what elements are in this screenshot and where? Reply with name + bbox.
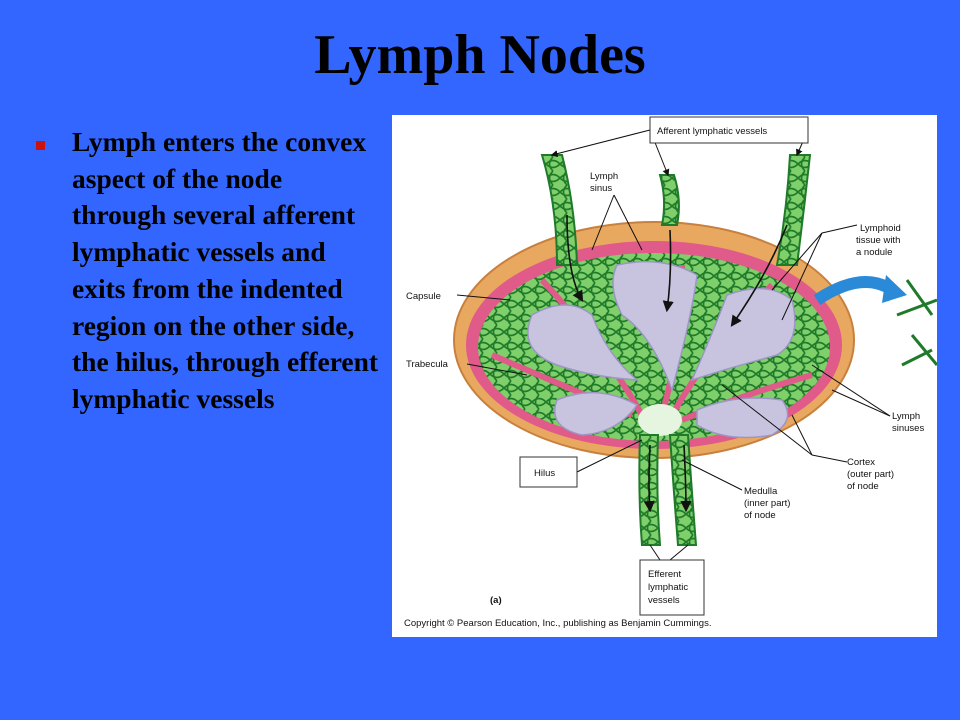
lymph-node-diagram: Afferent lymphatic vessels Lymph sinus L… — [392, 115, 937, 637]
capsule-label: Capsule — [406, 291, 441, 302]
hilus-label-box — [519, 456, 578, 488]
cortex-label-line3: of node — [847, 481, 879, 492]
cortex-label-line1: Cortex — [847, 457, 875, 468]
lymph-sinuses-label-line1: Lymph — [892, 411, 920, 422]
leader-lines — [456, 129, 891, 561]
lymphoid-label-line1: Lymphoid — [860, 223, 901, 234]
copyright-text: Copyright © Pearson Education, Inc., pub… — [404, 618, 711, 629]
zoom-arrow-head — [882, 275, 907, 303]
slide-title: Lymph Nodes — [314, 24, 646, 86]
trabecula-label: Trabecula — [406, 359, 449, 370]
afferent-label-box — [649, 116, 809, 144]
panel-letter: (a) — [490, 595, 502, 606]
bullet-text: Lymph enters the convex aspect of the no… — [72, 126, 379, 414]
lymph-sinus-label-line1: Lymph — [590, 171, 618, 182]
medulla-label-line3: of node — [744, 510, 776, 521]
cortex-label-line2: (outer part) — [847, 469, 894, 480]
lymph-sinuses-label-line2: sinuses — [892, 423, 924, 434]
efferent-label-line2: lymphatic — [648, 582, 688, 593]
medulla-label-line2: (inner part) — [744, 498, 790, 509]
medulla-label-line1: Medulla — [744, 486, 778, 497]
bullet-marker — [36, 141, 45, 150]
sinus-lobes — [527, 260, 796, 439]
hilus-label: Hilus — [534, 468, 555, 479]
efferent-label-line1: Efferent — [648, 569, 681, 580]
lymphoid-label-line3: a nodule — [856, 247, 892, 258]
flow-arrows — [566, 214, 788, 513]
efferent-label-box — [639, 559, 705, 616]
medulla-center — [638, 404, 682, 436]
lymph-sinus-label-line2: sinus — [590, 183, 612, 194]
efferent-label-line3: vessels — [648, 595, 680, 606]
lymphoid-label-line2: tissue with — [856, 235, 900, 246]
lymph-node-illustration: Afferent lymphatic vessels Lymph sinus L… — [404, 116, 937, 629]
nodule-detail — [896, 279, 937, 367]
afferent-label: Afferent lymphatic vessels — [657, 126, 767, 137]
